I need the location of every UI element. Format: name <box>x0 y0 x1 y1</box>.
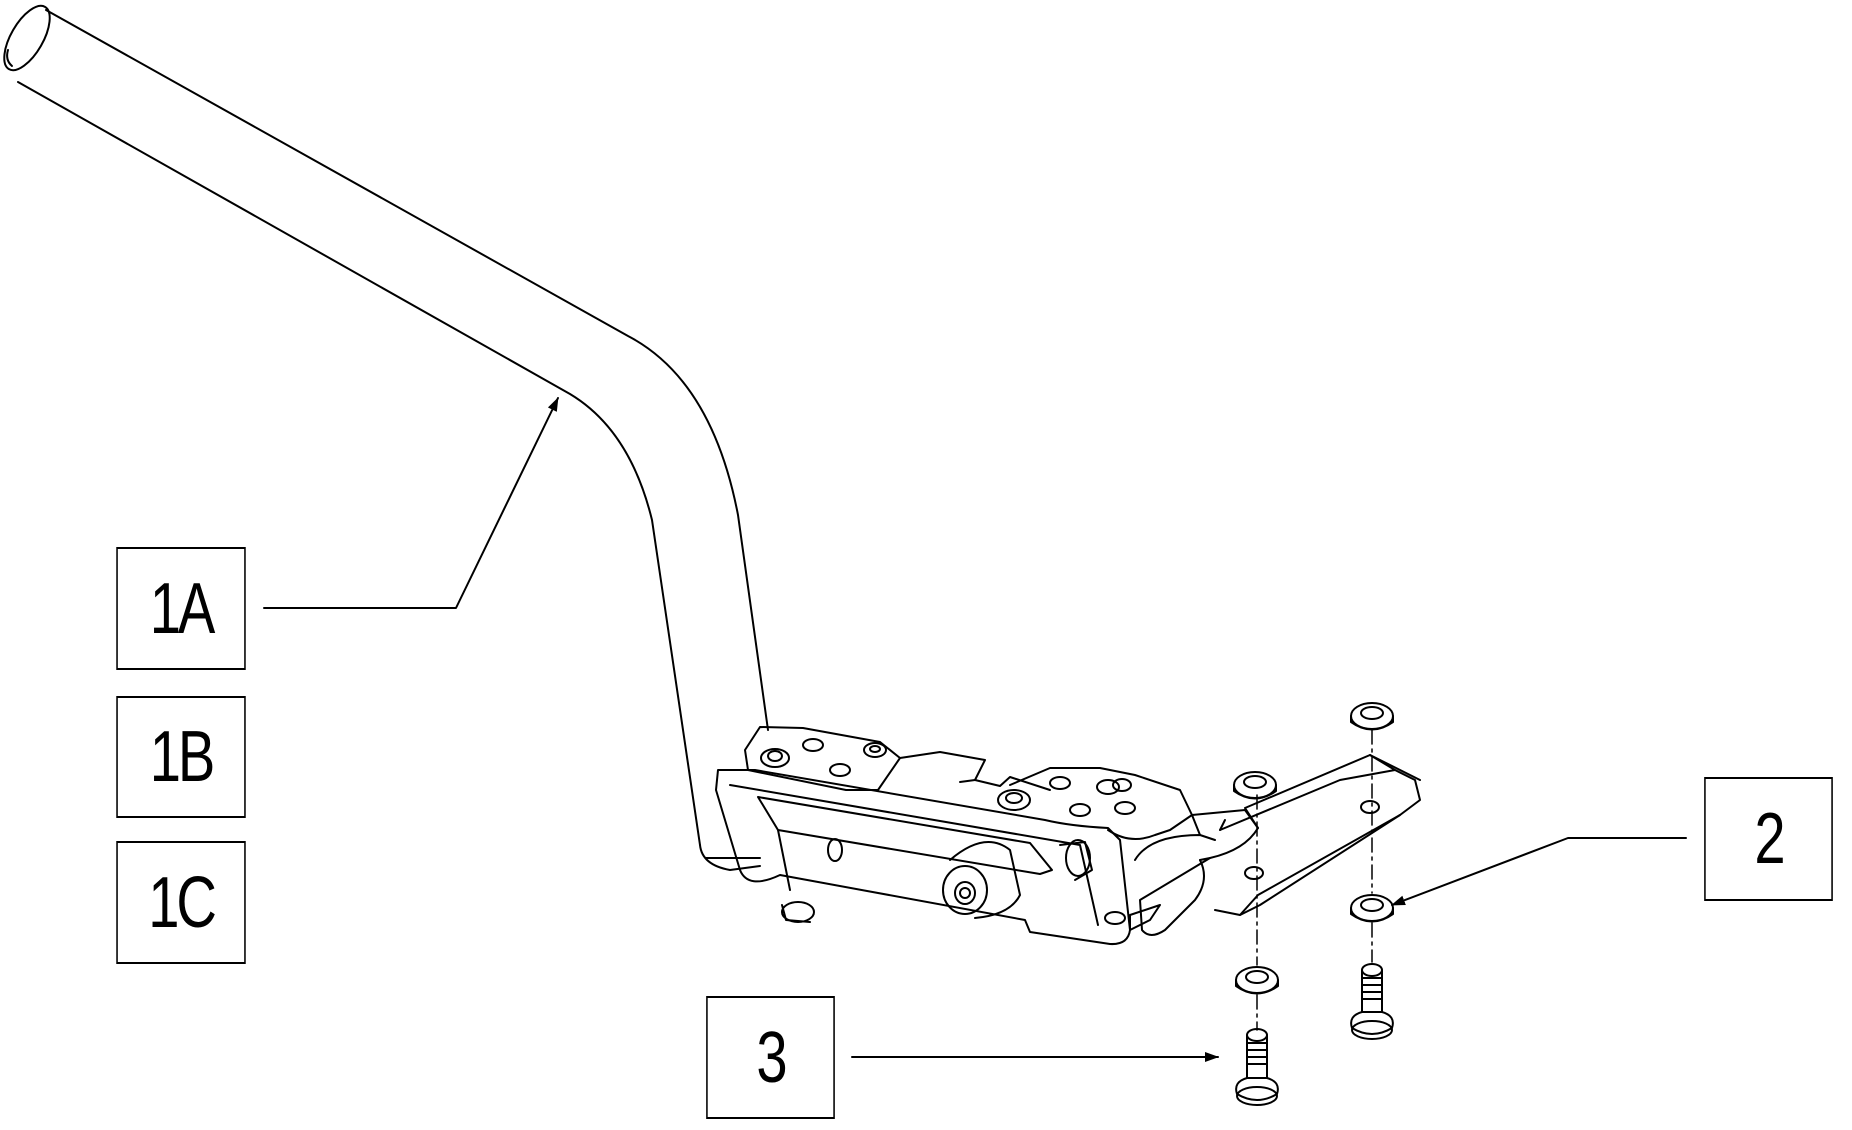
washer-left-top <box>1233 771 1277 800</box>
callout-2: 2 <box>1704 777 1833 901</box>
callout-1A: 1A <box>116 547 246 670</box>
armrest-tube <box>3 4 769 871</box>
leader-line-2 <box>1391 837 1687 906</box>
callout-3: 3 <box>706 996 835 1119</box>
washer-right-top <box>1350 702 1394 731</box>
callout-1B: 1B <box>116 696 246 818</box>
offset-bracket <box>1134 754 1421 936</box>
assembly-centerlines <box>1256 729 1373 1031</box>
mounting-bracket-assembly <box>715 726 1193 946</box>
screw-right <box>1350 963 1394 1040</box>
screw-left <box>1235 1028 1279 1106</box>
leader-line-1A <box>263 397 559 609</box>
washer-right-bottom <box>1350 894 1394 923</box>
callout-1C: 1C <box>116 841 246 964</box>
washer-left-bottom <box>1235 966 1279 995</box>
